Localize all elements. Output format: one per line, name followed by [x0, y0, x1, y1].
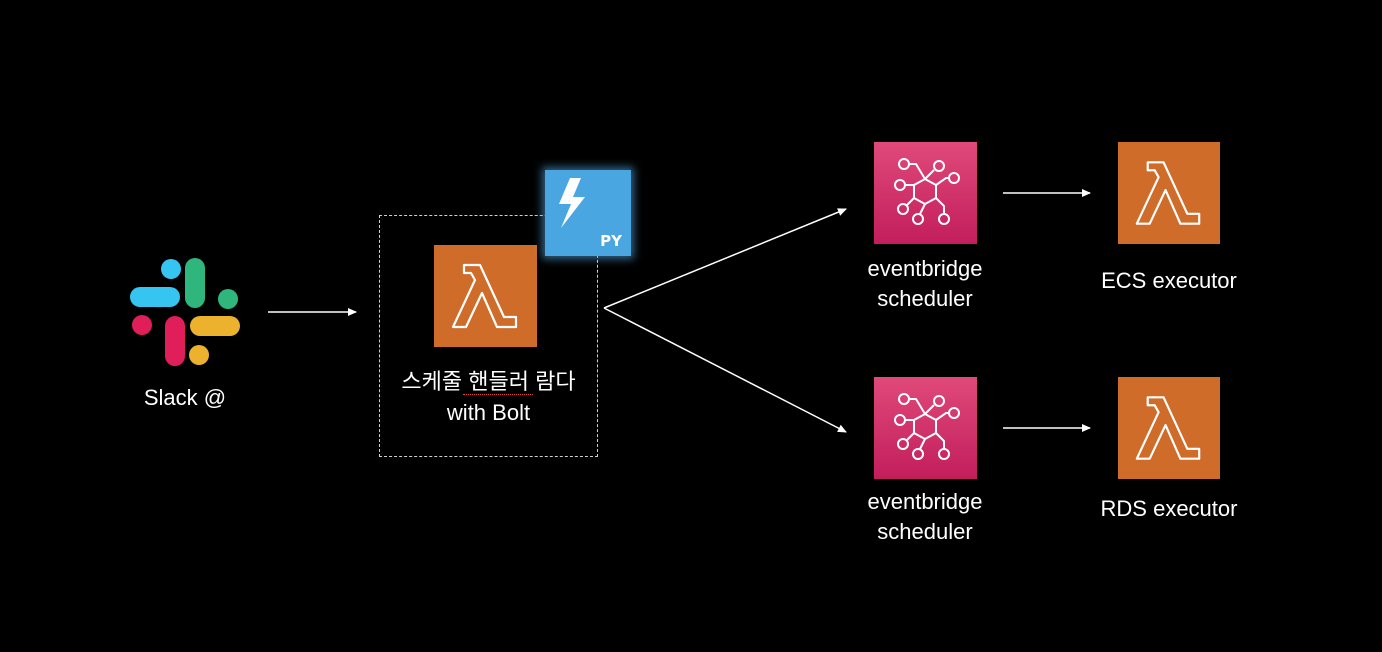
scheduler-bottom-label-line1: eventbridge: [867, 489, 983, 514]
handler-container: [379, 215, 598, 457]
slack-icon: [130, 258, 240, 366]
scheduler-top-tile: [874, 142, 977, 244]
eventbridge-icon: [894, 393, 960, 460]
ecs-executor-label: ECS executor: [1101, 268, 1237, 293]
slack-label: Slack @: [143, 385, 227, 410]
scheduler-bottom-label-line2: scheduler: [877, 519, 973, 544]
eventbridge-icon: [894, 158, 960, 225]
scheduler-bottom-tile: [874, 377, 977, 479]
arrow-handler-to-scheduler-top: [603, 208, 847, 309]
scheduler-top-label-line1: eventbridge: [867, 256, 983, 281]
arrow-handler-to-scheduler-bottom: [603, 307, 847, 433]
lambda-icon: [1135, 161, 1201, 225]
handler-lambda-tile: [434, 245, 537, 347]
rds-executor-label: RDS executor: [1100, 496, 1238, 521]
scheduler-top-label-line2: scheduler: [877, 286, 973, 311]
ecs-executor-tile: [1118, 142, 1220, 244]
lambda-icon: [1135, 396, 1201, 460]
lambda-icon: [451, 263, 518, 329]
bolt-python-tile: PY: [545, 170, 631, 256]
bolt-python-icon: [559, 178, 585, 228]
slack-node: [128, 256, 242, 368]
spellcheck-underline: [463, 394, 533, 395]
handler-label-line1: 스케줄 핸들러 람다: [401, 369, 576, 394]
rds-executor-tile: [1118, 377, 1220, 479]
bolt-badge: PY: [600, 232, 622, 250]
handler-label-line2: with Bolt: [446, 400, 531, 425]
